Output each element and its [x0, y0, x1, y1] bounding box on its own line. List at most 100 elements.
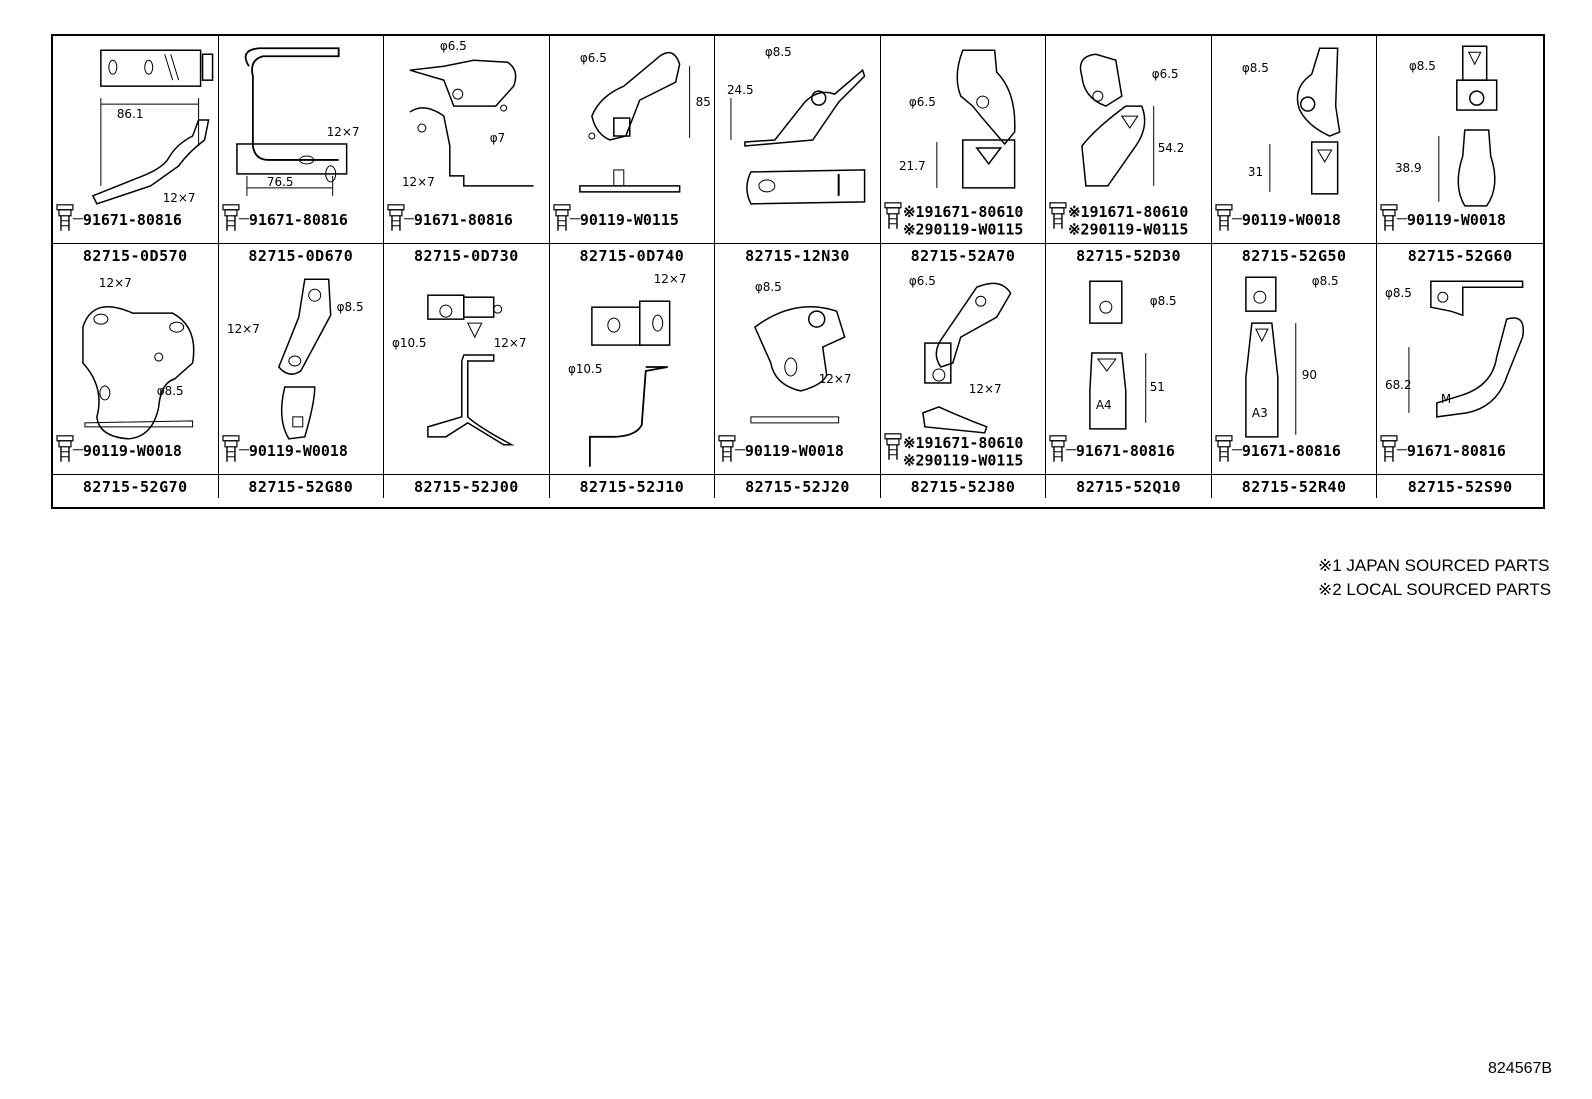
dimension-label: 12×7 [819, 372, 852, 386]
part-number: 82715-0D730 [384, 243, 549, 267]
bolt-icon [1380, 435, 1398, 462]
part-number: 82715-52J80 [880, 474, 1046, 498]
bolt-icon [1049, 202, 1067, 229]
bolt-icon [56, 204, 74, 231]
part-number: 82715-52Q10 [1046, 474, 1211, 498]
part-number: 82715-0D670 [218, 243, 384, 267]
bolt-part-number: 91671-80816 [1242, 442, 1341, 460]
bolt-icon [1049, 435, 1067, 462]
dimension-label: 24.5 [727, 83, 754, 97]
part-cell: φ8.5 24.5 82715-12N30 [715, 36, 881, 267]
bracket-drawing: φ6.5 21.7 ※191671-80610※290119-W0115 [881, 36, 1046, 243]
bolt-icon [553, 204, 571, 231]
legend-japan: ※1 JAPAN SOURCED PARTS [1318, 556, 1550, 575]
dimension-label: φ8.5 [1242, 61, 1269, 75]
dimension-label: A4 [1096, 398, 1112, 412]
bolt-part-number: 90119-W0018 [745, 442, 844, 460]
bolt-icon [1215, 435, 1233, 462]
part-cell: φ6.5 φ7 12×7 91671-80816 82715-0D730 [384, 36, 550, 267]
dimension-label: φ6.5 [909, 95, 936, 109]
part-cell: φ6.5 21.7 ※191671-80610※290119-W0115 8271… [880, 36, 1047, 267]
dimension-label: 31 [1248, 165, 1263, 179]
dimension-label: 38.9 [1395, 161, 1422, 175]
dimension-label: φ6.5 [580, 51, 607, 65]
dimension-label: 51 [1150, 380, 1165, 394]
dimension-label: 86.1 [117, 107, 144, 121]
part-number: 82715-52A70 [880, 243, 1046, 267]
dimension-label: M [1441, 392, 1451, 406]
dimension-label: 76.5 [266, 175, 293, 189]
part-number: 82715-0D570 [53, 243, 218, 267]
bolt-part-number: 91671-80816 [1076, 442, 1175, 460]
bolt-part-number: ※290119-W0115 [903, 452, 1023, 470]
bolt-icon [1380, 204, 1398, 231]
dimension-label: 12×7 [227, 322, 260, 336]
dimension-label: 12×7 [653, 272, 686, 286]
part-number: 82715-0D740 [549, 243, 715, 267]
bracket-drawing: φ8.5 38.9 90119-W0018 [1377, 36, 1543, 243]
dimension-label: φ7 [490, 131, 506, 145]
bolt-icon [718, 435, 736, 462]
dimension-label: φ8.5 [336, 300, 363, 314]
dimension-label: 90 [1302, 368, 1317, 382]
dimension-label: φ10.5 [568, 362, 603, 376]
bolt-part-number: 90119-W0018 [248, 442, 347, 460]
dimension-label: 85 [695, 95, 710, 109]
bolt-icon [56, 435, 74, 462]
bolt-part-number: ※191671-80610 [903, 203, 1023, 221]
bolt-icon [1215, 204, 1233, 231]
bolt-part-number: 91671-80816 [83, 211, 182, 229]
bolt-part-number: 90119-W0018 [1242, 211, 1341, 229]
bolt-part-number: 90119-W0018 [1407, 211, 1506, 229]
bolt-part-number: 91671-80816 [414, 211, 513, 229]
part-cell: φ8.5 31 90119-W0018 82715-52G50 [1211, 36, 1378, 267]
part-number: 82715-52G60 [1377, 243, 1543, 267]
dimension-label: 12×7 [969, 382, 1002, 396]
part-cell: φ8.5 12×7 90119-W0018 82715-52J20 [715, 267, 881, 498]
dimension-label: φ6.5 [440, 39, 467, 53]
dimension-label: φ8.5 [1150, 294, 1177, 308]
bracket-drawing: φ8.5 31 90119-W0018 [1212, 36, 1377, 243]
legend-local: ※2 LOCAL SOURCED PARTS [1318, 580, 1552, 599]
part-number: 82715-52G50 [1211, 243, 1377, 267]
bolt-part-number: ※290119-W0115 [903, 221, 1023, 239]
dimension-label: φ8.5 [1409, 59, 1436, 73]
bracket-drawing: 12×7 φ10.5 [550, 267, 715, 474]
dimension-label: φ8.5 [765, 45, 792, 59]
dimension-label: 12×7 [99, 276, 132, 290]
dimension-label: 21.7 [899, 159, 926, 173]
dimension-label: φ8.5 [755, 280, 782, 294]
dimension-label: φ8.5 [1385, 286, 1412, 300]
dimension-label: φ6.5 [1152, 67, 1179, 81]
part-number: 82715-12N30 [715, 243, 880, 267]
dimension-label: φ8.5 [157, 384, 184, 398]
dimension-label: 54.2 [1158, 141, 1185, 155]
part-number: 82715-52G70 [53, 474, 218, 498]
dimension-label: 12×7 [402, 175, 435, 189]
part-number: 82715-52J20 [715, 474, 880, 498]
bracket-drawing: φ8.5 12×7 90119-W0018 [715, 267, 880, 474]
bolt-icon [387, 204, 405, 231]
bolt-part-number: ※191671-80610 [1068, 203, 1188, 221]
dimension-label: 12×7 [494, 336, 527, 350]
bolt-icon [884, 433, 902, 460]
part-cell: φ8.5 38.9 90119-W0018 82715-52G60 [1377, 36, 1543, 267]
bolt-icon [884, 202, 902, 229]
